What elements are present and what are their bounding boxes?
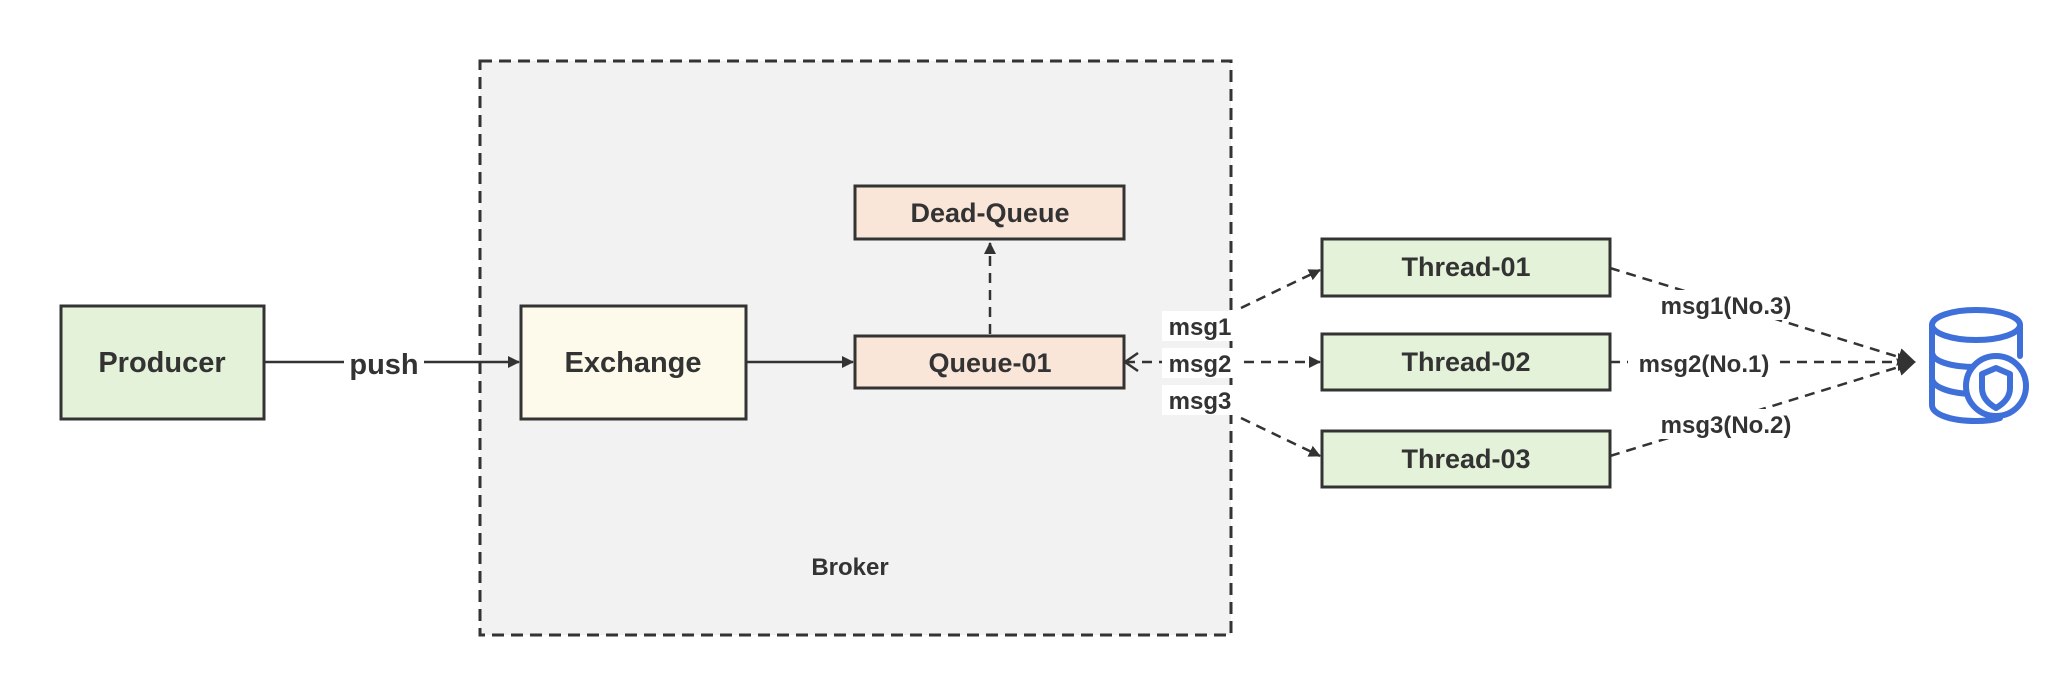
thread-01-node: Thread-01 — [1320, 237, 1612, 298]
queue-node: Queue-01 — [853, 334, 1126, 390]
thread-02-label: Thread-02 — [1401, 347, 1530, 377]
thread-02-node: Thread-02 — [1320, 332, 1612, 392]
msg1-label: msg1 — [1169, 314, 1232, 341]
msg1-result-label-bg — [1650, 290, 1802, 320]
msg2-result-label-bg — [1628, 348, 1780, 378]
msg1-label-bg — [1162, 311, 1238, 341]
queue-label: Queue-01 — [928, 348, 1051, 378]
dead-queue-node: Dead-Queue — [853, 184, 1126, 241]
msg1-result-label: msg1(No.3) — [1661, 293, 1792, 320]
msg3-label-bg — [1162, 385, 1238, 415]
edge-queue-thread1 — [1240, 268, 1321, 310]
producer-label: Producer — [98, 347, 225, 379]
thread-03-node: Thread-03 — [1320, 429, 1612, 489]
msg2-label: msg2 — [1169, 351, 1232, 378]
edge-queue-thread3 — [1240, 416, 1321, 458]
exchange-label: Exchange — [565, 347, 702, 379]
msg3-result-label: msg3(No.2) — [1661, 412, 1792, 439]
exchange-node: Exchange — [519, 304, 748, 421]
edge-labels: push msg1 msg2 msg3 msg1(No.3) msg2(No.1… — [344, 290, 1802, 439]
push-label: push — [349, 349, 418, 381]
push-label-bg — [344, 345, 424, 379]
producer-node: Producer — [59, 304, 266, 421]
msg2-result-label: msg2(No.1) — [1639, 351, 1770, 378]
msg2-label-bg — [1162, 348, 1238, 378]
thread-03-label: Thread-03 — [1401, 444, 1530, 474]
msg3-result-label-bg — [1650, 409, 1802, 439]
nodes: Producer Exchange Queue-01 Dead-Queue Th… — [59, 184, 1612, 489]
database-shield-icon — [1929, 307, 2029, 424]
msg3-label: msg3 — [1169, 388, 1232, 415]
thread-01-label: Thread-01 — [1401, 252, 1530, 282]
dead-queue-label: Dead-Queue — [910, 198, 1069, 228]
broker-label: Broker — [811, 554, 888, 581]
